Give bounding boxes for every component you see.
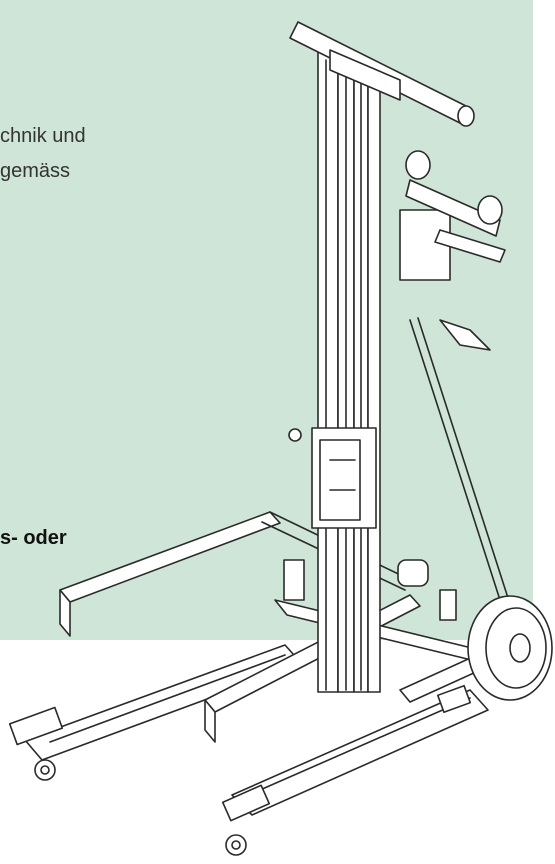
text-line-2: gemäss xyxy=(0,160,71,182)
rear-wheel xyxy=(467,595,553,701)
text-line-1: chnik und xyxy=(0,125,86,147)
left-fork-arm xyxy=(8,644,303,781)
carriage xyxy=(311,427,429,587)
winch xyxy=(399,150,509,601)
lower-fork-arm xyxy=(221,689,489,856)
mast xyxy=(317,51,381,693)
frame-details xyxy=(283,428,472,714)
top-handle xyxy=(289,21,475,127)
bold-text-line: s- oder xyxy=(0,527,67,549)
